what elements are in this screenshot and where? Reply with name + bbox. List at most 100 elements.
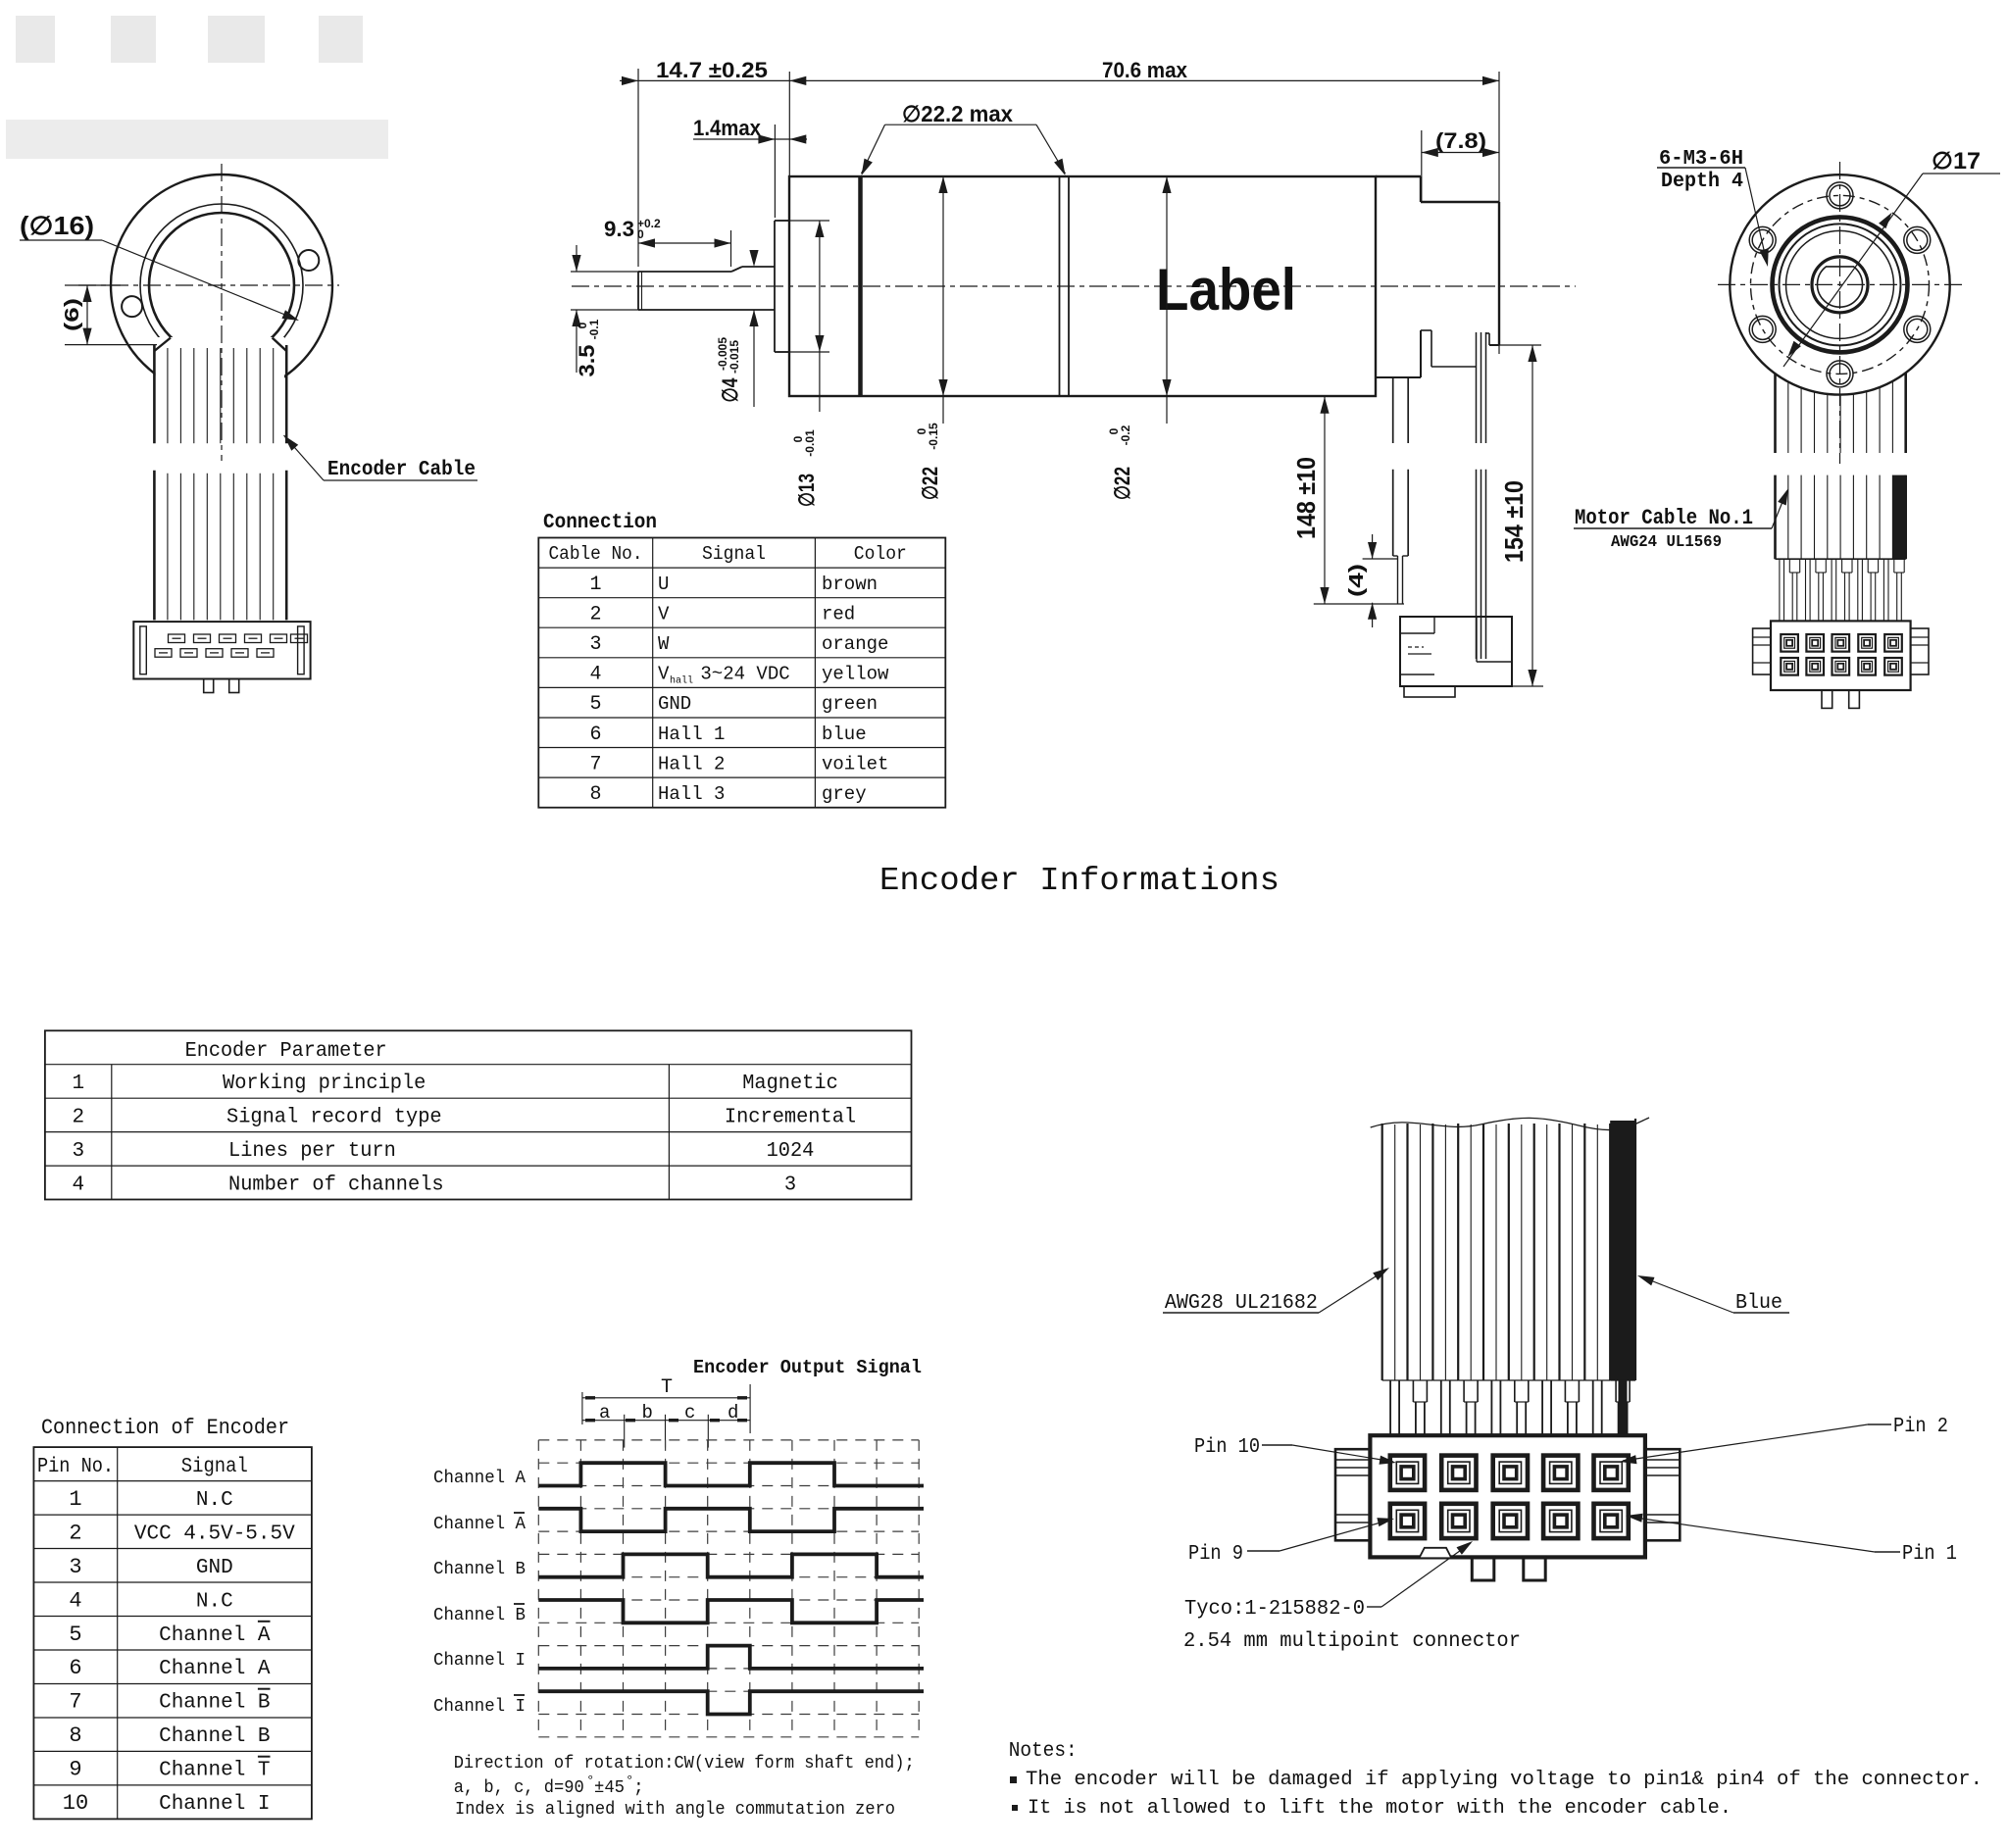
svg-text:1.4max: 1.4max [693,116,762,140]
svg-text:3.5: 3.5 [575,345,599,377]
svg-text:-0.01: -0.01 [803,429,817,457]
svg-text:Incremental: Incremental [725,1106,856,1128]
svg-text:Connection: Connection [543,512,657,534]
svg-text:9.3: 9.3 [604,217,634,241]
svg-text:Pin No.: Pin No. [37,1456,114,1478]
svg-text:Channel B: Channel B [159,1725,270,1748]
svg-text:4: 4 [72,1174,84,1196]
svg-text:4: 4 [69,1588,81,1613]
svg-text:(7.8): (7.8) [1435,128,1486,153]
svg-text:(6): (6) [62,298,83,331]
svg-text:Channel B: Channel B [433,1606,526,1625]
svg-text:Encoder Informations: Encoder Informations [879,863,1280,899]
svg-text:10: 10 [63,1791,88,1816]
svg-text:Channel A: Channel A [433,1515,526,1534]
svg-text:3: 3 [72,1140,84,1163]
svg-text:GND: GND [196,1557,233,1579]
svg-text:a: a [599,1402,610,1423]
svg-text:red: red [822,603,855,624]
svg-text:c: c [684,1402,695,1423]
svg-text:∅4: ∅4 [718,377,742,403]
svg-text:Magnetic: Magnetic [742,1073,838,1095]
svg-text:Encoder Output Signal: Encoder Output Signal [693,1357,922,1378]
svg-text:8: 8 [589,783,601,806]
svg-text:Depth 4: Depth 4 [1661,171,1743,193]
svg-text:5: 5 [69,1623,81,1647]
svg-text:blue: blue [822,724,867,745]
svg-text:9: 9 [69,1758,81,1782]
svg-text:Lines per turn: Lines per turn [228,1140,396,1163]
svg-text:d: d [728,1402,738,1423]
svg-text:AWG28 UL21682: AWG28 UL21682 [1165,1292,1318,1315]
svg-text:Channel A: Channel A [159,1624,271,1647]
svg-text:Index is aligned with angle co: Index is aligned with angle commutation … [455,1800,895,1820]
svg-text:grey: grey [822,783,867,805]
svg-text:Number of channels: Number of channels [228,1174,444,1196]
svg-text:3: 3 [589,633,601,656]
svg-text:1: 1 [72,1073,84,1095]
svg-text:∅22: ∅22 [918,467,942,500]
svg-text:The encoder will be damaged if: The encoder will be damaged if applying … [1026,1769,1983,1791]
svg-text:Signal: Signal [702,543,766,565]
svg-text:hall: hall [670,675,693,687]
svg-text:°: ° [586,1773,594,1789]
svg-text:V: V [658,664,670,685]
svg-text:;: ; [633,1778,644,1798]
svg-text:+0.2: +0.2 [637,217,661,230]
svg-text:N.C: N.C [196,1489,233,1512]
svg-text:N.C: N.C [196,1590,233,1613]
svg-text:3: 3 [69,1555,81,1579]
svg-text:Channel I: Channel I [433,1697,526,1717]
svg-text:-0.015: -0.015 [728,340,741,374]
svg-text:yellow: yellow [822,664,889,685]
svg-text:Signal: Signal [181,1456,248,1478]
svg-text:Notes:: Notes: [1009,1740,1078,1763]
svg-text:148 ±10: 148 ±10 [1291,457,1321,539]
svg-text:GND: GND [658,693,691,715]
svg-text:Hall 2: Hall 2 [658,753,725,774]
svg-text:Pin 9: Pin 9 [1188,1543,1243,1566]
svg-text:°: ° [626,1773,633,1789]
svg-text:Channel A: Channel A [159,1658,271,1680]
svg-text:It is not allowed to lift the: It is not allowed to lift the motor with… [1028,1797,1732,1820]
svg-text:3~24 VDC: 3~24 VDC [689,664,790,685]
svg-text:0: 0 [791,435,805,442]
svg-text:0: 0 [1107,427,1121,434]
svg-text:(∅16): (∅16) [20,211,94,240]
svg-text:70.6 max: 70.6 max [1102,58,1188,82]
svg-text:Tyco:1-215882-0: Tyco:1-215882-0 [1184,1598,1365,1621]
svg-text:b: b [642,1402,653,1423]
svg-text:Pin 1: Pin 1 [1902,1543,1957,1566]
svg-text:Hall 3: Hall 3 [658,783,725,805]
svg-text:T: T [661,1376,673,1399]
svg-text:2.54 mm multipoint connector: 2.54 mm multipoint connector [1183,1630,1521,1653]
svg-text:5: 5 [589,693,601,716]
svg-text:Channel B: Channel B [159,1692,270,1715]
svg-text:W: W [658,633,670,655]
svg-text:∅13: ∅13 [794,474,819,507]
svg-text:Signal record type: Signal record type [226,1106,442,1128]
svg-text:VCC 4.5V-5.5V: VCC 4.5V-5.5V [134,1523,295,1545]
svg-text:Encoder Cable: Encoder Cable [327,459,476,481]
svg-text:-0.005: -0.005 [716,337,729,371]
svg-text:Direction of rotation:CW(view: Direction of rotation:CW(view form shaft… [454,1754,915,1773]
svg-text:1024: 1024 [767,1140,815,1163]
svg-text:∅22.2 max: ∅22.2 max [902,101,1013,126]
svg-text:orange: orange [822,633,888,655]
svg-text:Cable No.: Cable No. [549,543,643,565]
svg-text:1: 1 [69,1487,81,1512]
svg-text:Channel B: Channel B [433,1560,526,1579]
svg-text:2: 2 [72,1106,84,1128]
svg-text:-0.1: -0.1 [587,319,601,339]
svg-text:7: 7 [589,753,601,775]
svg-text:Encoder Parameter: Encoder Parameter [185,1040,387,1063]
svg-text:Channel T: Channel T [159,1760,270,1782]
svg-text:6: 6 [589,724,601,746]
svg-text:1: 1 [589,574,601,596]
svg-text:Connection of Encoder: Connection of Encoder [41,1416,289,1440]
svg-text:3: 3 [784,1174,796,1196]
svg-text:Motor Cable No.1: Motor Cable No.1 [1575,506,1753,530]
svg-text:Hall 1: Hall 1 [658,724,725,745]
svg-text:voilet: voilet [822,753,888,774]
svg-text:Channel A: Channel A [433,1469,526,1488]
